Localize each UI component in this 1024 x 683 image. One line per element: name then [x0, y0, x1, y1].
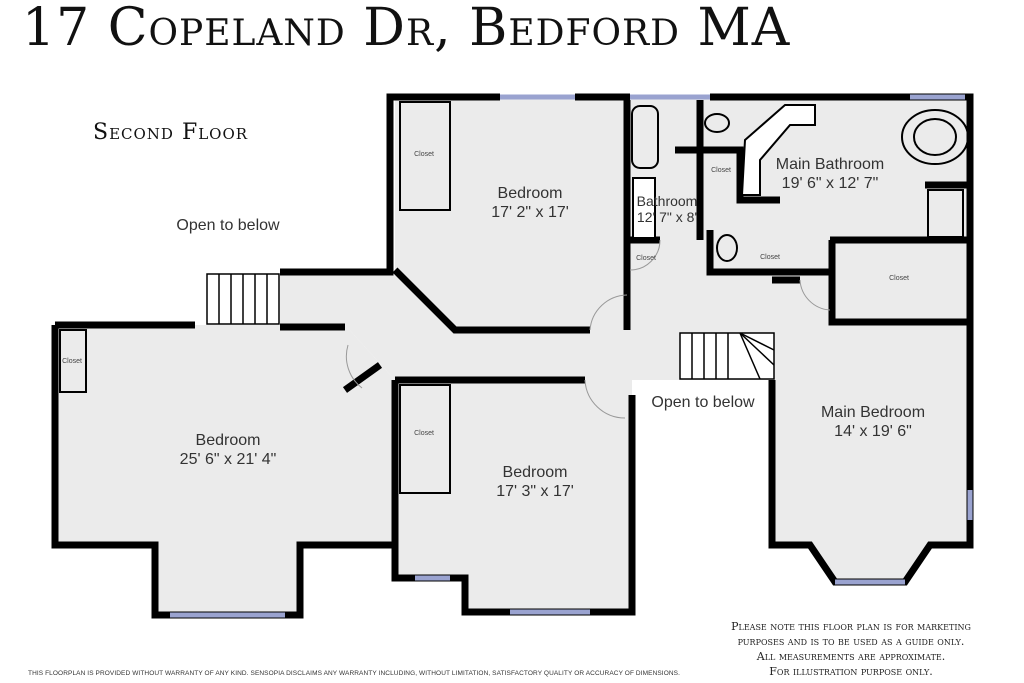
- door-swing: [584, 379, 626, 419]
- door-swing: [629, 239, 661, 271]
- wall: [828, 240, 970, 326]
- room-bedroom-top: [395, 97, 630, 330]
- door-swing: [345, 344, 363, 389]
- stairs-right: [679, 332, 775, 380]
- closet-label: Closet: [636, 255, 656, 262]
- toilet-icon: [704, 113, 730, 133]
- double-vanity: [632, 177, 656, 239]
- room-main-bedroom: [772, 280, 970, 582]
- door-swing: [589, 294, 628, 331]
- vanity: [740, 104, 816, 196]
- closet-label: Closet: [414, 430, 434, 437]
- hallway: [280, 275, 772, 380]
- closet-label: Closet: [760, 254, 780, 261]
- door-swing: [799, 279, 831, 311]
- toilet-icon: [716, 234, 738, 262]
- closet-label: Closet: [711, 167, 731, 174]
- closet-label: Closet: [62, 358, 82, 365]
- floor-label: Second Floor: [93, 120, 249, 145]
- wall: [391, 380, 636, 616]
- wall: [51, 325, 395, 619]
- closet-mid: [399, 384, 451, 494]
- wall: [392, 267, 590, 334]
- wall: [706, 230, 830, 276]
- closet-top: [399, 101, 451, 211]
- marketing-note: Please note this floor plan is for marke…: [731, 620, 971, 678]
- wall: [342, 362, 383, 393]
- room-bedroom-middle: [395, 380, 632, 612]
- disclaimer: THIS FLOORPLAN IS PROVIDED WITHOUT WARRA…: [28, 670, 680, 677]
- bathrooms-area: [630, 97, 970, 280]
- room-bedroom-left: [55, 325, 395, 615]
- open-to-below-label: Open to below: [176, 217, 280, 234]
- bathtub: [631, 105, 659, 169]
- wall: [280, 93, 500, 276]
- freestanding-tub: [901, 109, 969, 165]
- closet-label: Closet: [889, 275, 909, 282]
- property-title: 17 Copeland Dr, Bedford MA: [22, 0, 791, 58]
- shower: [927, 189, 964, 238]
- open-to-below-label: Open to below: [651, 394, 755, 411]
- closet-left: [59, 329, 87, 393]
- wall: [675, 146, 780, 204]
- closet-label: Closet: [414, 151, 434, 158]
